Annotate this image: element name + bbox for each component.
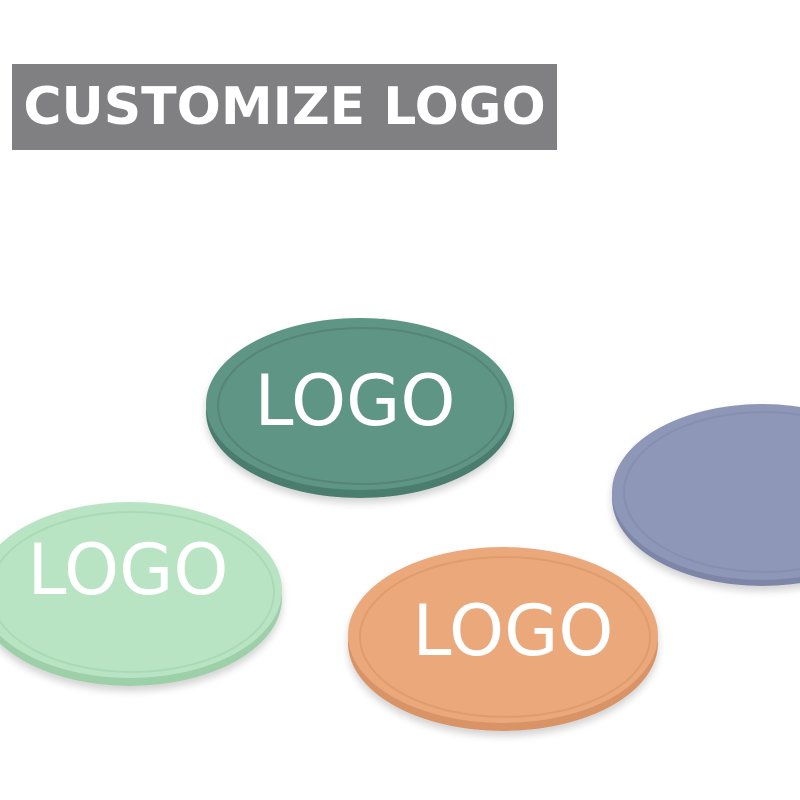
coaster-dark-green-face — [206, 318, 514, 490]
coaster-purple-face — [612, 404, 800, 580]
banner-title: CUSTOMIZE LOGO — [23, 77, 546, 137]
coaster-light-green-logo: LOGO — [28, 529, 229, 611]
coaster-orange-logo: LOGO — [413, 590, 614, 672]
customize-logo-banner: CUSTOMIZE LOGO — [12, 64, 557, 150]
coaster-dark-green-logo: LOGO — [255, 360, 456, 442]
coaster-purple — [612, 404, 800, 586]
coaster-light-green: LOGO — [0, 502, 282, 686]
coaster-light-green-face — [0, 502, 282, 678]
coaster-purple-ring — [623, 411, 800, 573]
coaster-dark-green-ring — [217, 327, 507, 485]
coaster-light-green-ring — [0, 511, 275, 673]
coaster-dark-green: LOGO — [206, 318, 514, 498]
coaster-orange-face — [348, 547, 658, 723]
coaster-orange: LOGO — [348, 547, 658, 731]
coaster-orange-ring — [359, 556, 651, 718]
